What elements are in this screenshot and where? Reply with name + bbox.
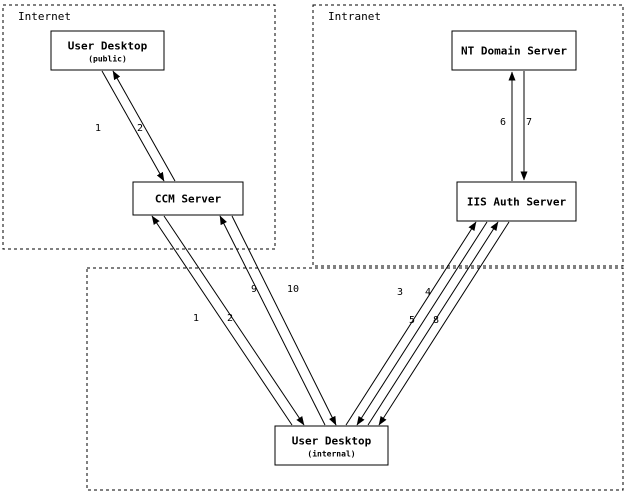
flow-arrow-step-2-ccm-server-to-user-desktop-internal [163,215,305,426]
flow-arrows [101,70,528,426]
node-user-desktop-public[interactable]: User Desktop(public) [50,30,165,71]
flow-step-labels: 1 2 1 2 3 4 5 8 6 7 9 10 [95,117,532,326]
node-ccm-server[interactable]: CCM Server [132,181,244,216]
node-box-nt-domain-server[interactable] [451,30,577,71]
node-box-user-desktop-public[interactable] [50,30,165,71]
zone-border-intranet [312,4,624,267]
node-user-desktop-internal[interactable]: User Desktop(internal) [274,425,389,466]
node-box-ccm-server[interactable] [132,181,244,216]
node-nt-domain-server[interactable]: NT Domain Server [451,30,577,71]
zone-boundaries: Internet Intranet [2,4,624,491]
node-box-user-desktop-internal[interactable] [274,425,389,466]
node-subtitle-user-desktop-internal: (internal) [307,449,355,459]
flow-label-step-4-iis-auth-server: 4 [425,287,431,298]
zone-label-intranet: Intranet [328,10,381,23]
flow-arrow-step-4-iis-auth-server-to-user-desktop-internal [356,221,488,426]
flow-arrow-step-1-user-desktop-public-to-ccm-server [101,70,165,182]
zone-label-internet: Internet [18,10,71,23]
node-box-iis-auth-server[interactable] [456,181,577,222]
zone-internet: Internet [2,4,276,250]
flow-label-step-2-ccm-server: 2 [227,313,233,324]
node-title-user-desktop-internal: User Desktop [292,435,372,448]
flow-arrow-step-3-user-desktop-internal-to-iis-auth-server [345,221,477,426]
flow-arrow-step-9-user-desktop-internal-to-ccm-server [219,215,326,426]
flow-label-step-9-user-desktop-internal: 9 [251,284,257,295]
flow-label-step-2-ccm-server: 2 [137,123,143,134]
flow-label-step-3-user-desktop-internal: 3 [397,287,403,298]
flow-label-step-1-user-desktop-internal: 1 [193,313,199,324]
node-title-ccm-server: CCM Server [155,193,222,206]
node-subtitle-user-desktop-public: (public) [88,54,127,64]
flow-label-step-7-nt-domain-server: 7 [526,117,532,128]
node-title-user-desktop-public: User Desktop [68,40,148,53]
flow-label-step-5-user-desktop-internal: 5 [409,315,415,326]
flow-arrow-step-1-user-desktop-internal-to-ccm-server [151,215,293,426]
flow-arrow-step-10-ccm-server-to-user-desktop-internal [231,215,337,426]
zone-border-internal [86,267,624,491]
flow-label-step-10-ccm-server: 10 [287,284,299,295]
zone-internal [86,267,624,491]
node-title-iis-auth-server: IIS Auth Server [467,196,567,209]
zone-intranet: Intranet [312,4,624,267]
flow-arrow-step-2-ccm-server-to-user-desktop-public [112,70,176,182]
node-iis-auth-server[interactable]: IIS Auth Server [456,181,577,222]
flow-label-step-8-iis-auth-server: 8 [433,315,439,326]
flow-arrow-step-5-user-desktop-internal-to-iis-auth-server [367,221,499,426]
node-boxes: User Desktop(public)NT Domain ServerCCM … [50,30,577,466]
flow-label-step-6-iis-auth-server: 6 [500,117,506,128]
flow-arrow-step-8-iis-auth-server-to-user-desktop-internal [378,221,510,426]
node-title-nt-domain-server: NT Domain Server [461,45,567,58]
flow-label-step-1-user-desktop-public: 1 [95,123,101,134]
